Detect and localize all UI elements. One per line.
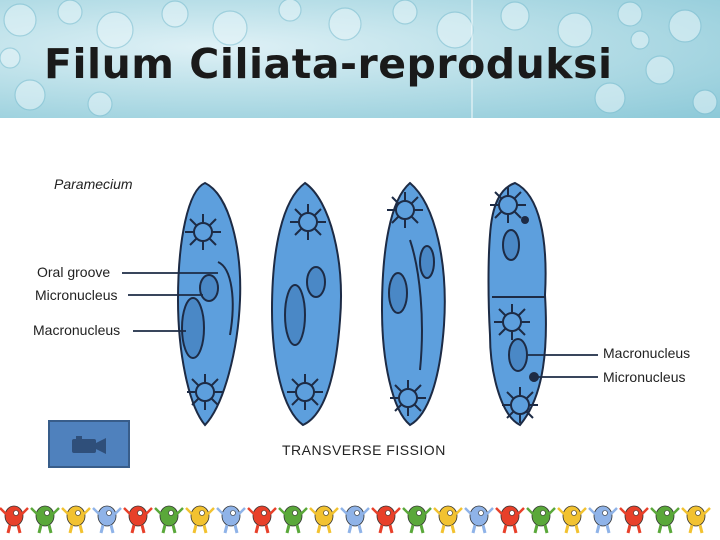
slide-title: Filum Ciliata-reproduksi (44, 40, 613, 88)
footer-creature (0, 506, 28, 533)
macronucleus-label-left: Macronucleus (33, 322, 120, 338)
organism-label: Paramecium (54, 176, 133, 192)
footer-creature (527, 506, 555, 533)
footer-creature-strip (0, 496, 720, 540)
footer-creature (155, 506, 183, 533)
footer-creature (124, 506, 152, 533)
micronucleus-label-right: Micronucleus (603, 369, 685, 385)
footer-creature (31, 506, 59, 533)
footer-creature (558, 506, 586, 533)
footer-creature (620, 506, 648, 533)
paramecium-cell-3 (382, 183, 445, 425)
header-banner: Filum Ciliata-reproduksi (0, 0, 720, 118)
footer-creature (310, 506, 338, 533)
video-camera-icon (70, 434, 110, 456)
footer-creature (682, 506, 710, 533)
footer-creature (217, 506, 245, 533)
footer-creature (93, 506, 121, 533)
footer-creature (186, 506, 214, 533)
paramecium-cell-1 (178, 183, 240, 425)
footer-creature (589, 506, 617, 533)
paramecium-cell-4 (489, 183, 546, 425)
footer-creature (465, 506, 493, 533)
oral-groove-label: Oral groove (37, 264, 110, 280)
paramecium-cell-2 (272, 183, 341, 425)
footer-creature (496, 506, 524, 533)
footer-creature (62, 506, 90, 533)
footer-creature (372, 506, 400, 533)
macronucleus-label-right: Macronucleus (603, 345, 690, 361)
footer-creature (434, 506, 462, 533)
figure-caption: TRANSVERSE FISSION (282, 442, 446, 458)
footer-creature (403, 506, 431, 533)
micronucleus-label-left: Micronucleus (35, 287, 117, 303)
footer-creature (248, 506, 276, 533)
footer-creature (651, 506, 679, 533)
video-play-button[interactable] (48, 420, 130, 468)
footer-creature (279, 506, 307, 533)
footer-creature (341, 506, 369, 533)
